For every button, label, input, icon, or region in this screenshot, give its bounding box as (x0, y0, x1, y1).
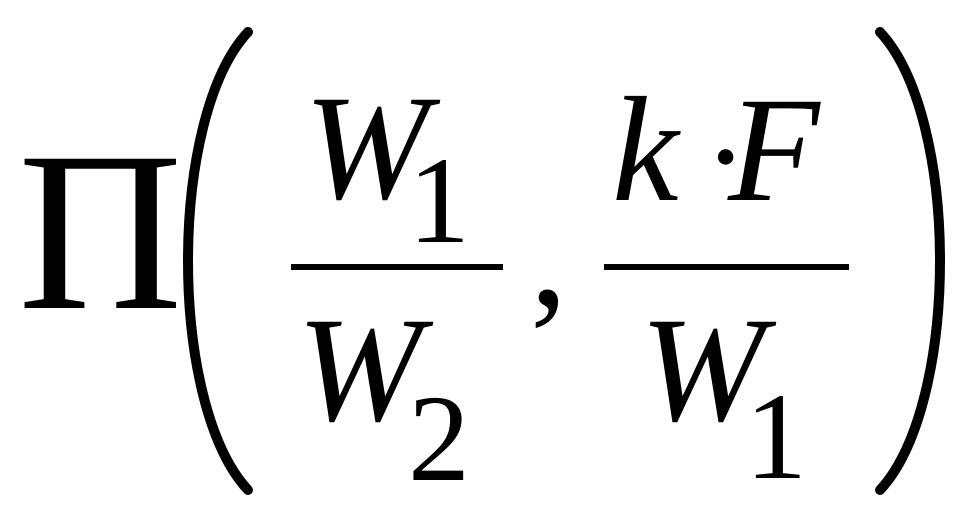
fraction-1-numerator: W 1 (304, 65, 470, 269)
fraction-2-numerator-dot: · (704, 85, 747, 229)
fraction-1-numerator-symbol: W (304, 65, 441, 231)
fraction-2-numerator-f: F (727, 67, 821, 233)
fraction-2-denominator: W 1 (640, 287, 807, 505)
fraction-1-denominator-subscript: 2 (408, 370, 470, 507)
fraction-1-denominator: W 2 (297, 287, 470, 507)
fraction-2-numerator-k: k (612, 67, 681, 233)
fraction-1-denominator-symbol: W (297, 287, 434, 453)
fraction-2-numerator: k · F (612, 67, 821, 233)
right-parenthesis (875, 27, 945, 495)
separator-comma: , (530, 172, 568, 338)
fraction-2-denominator-symbol: W (640, 287, 777, 453)
fraction-1-numerator-subscript: 1 (408, 132, 470, 269)
left-parenthesis (183, 27, 253, 495)
product-operator: Π (18, 106, 183, 358)
fraction-2-denominator-subscript: 1 (745, 368, 807, 505)
